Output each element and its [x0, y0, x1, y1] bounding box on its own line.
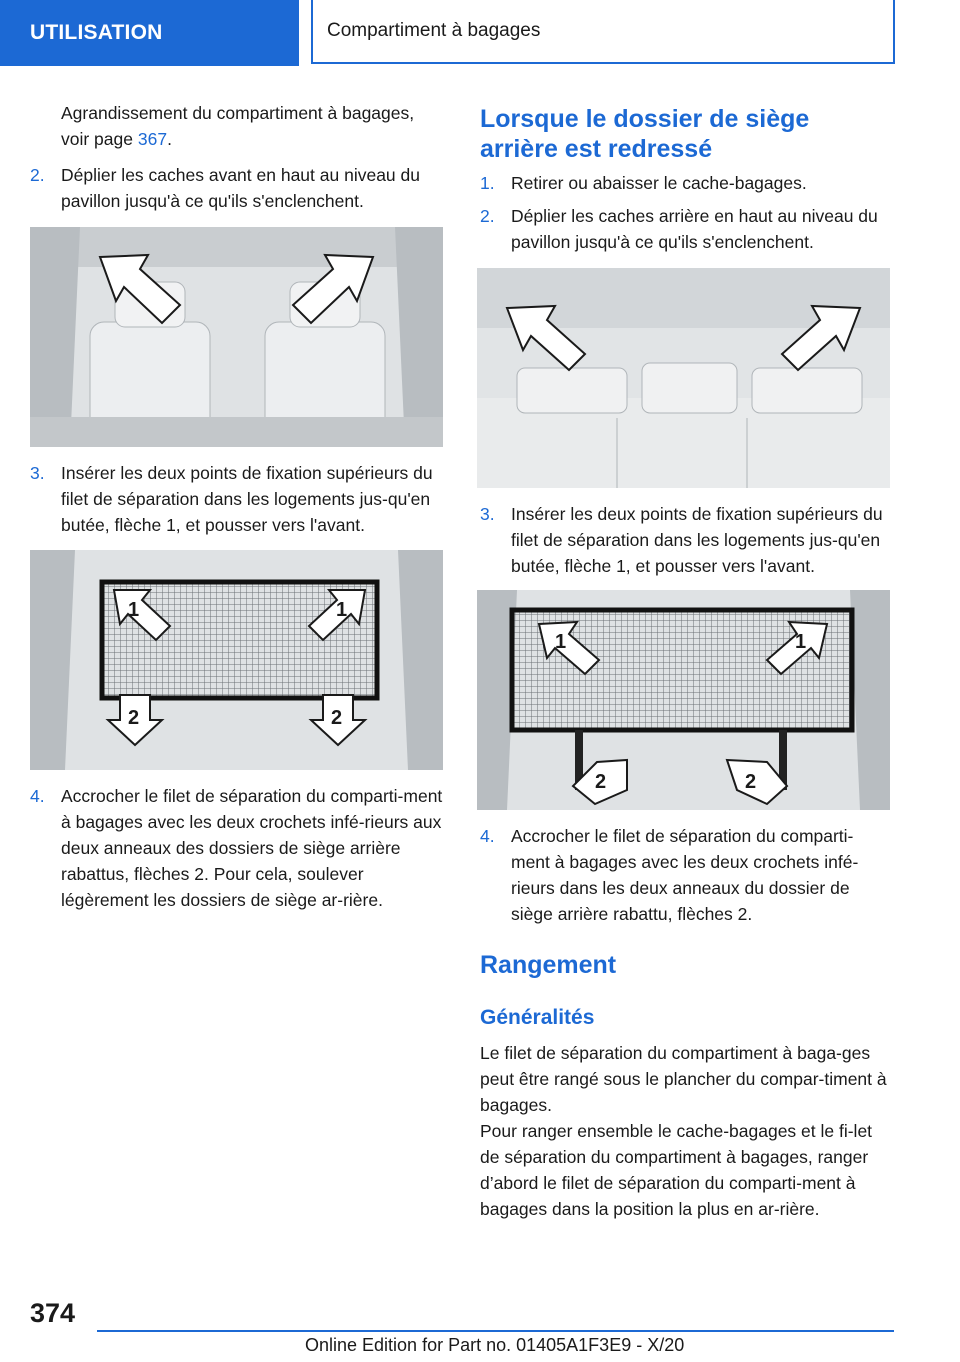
footer-divider — [97, 1330, 894, 1332]
arrow-label-1: 1 — [128, 599, 139, 621]
chapter-header: Compartiment à bagages — [311, 0, 895, 64]
page-number: 374 — [30, 1298, 76, 1328]
right-step-1: 1. Retirer ou abaisser le cache-bagages. — [480, 170, 892, 196]
intro-line1: Agrandissement du compartiment à bagages… — [61, 103, 415, 123]
section-heading-seat-upright: Lorsque le dossier de siège arrière est … — [480, 105, 810, 163]
step-number: 2. — [30, 165, 45, 185]
right-step-3: 3. Insérer les deux points de fixation s… — [480, 501, 892, 579]
step-number: 4. — [30, 786, 45, 806]
step-text: Déplier les caches avant en haut au nive… — [61, 165, 420, 211]
figure-illustration: 1 1 2 2 — [30, 550, 443, 770]
section-tab[interactable]: UTILISATION — [0, 0, 299, 66]
figure-unfold-rear-covers — [477, 268, 890, 488]
left-step-4: 4. Accrocher le filet de séparation du c… — [30, 783, 450, 913]
figure-unfold-front-covers — [30, 227, 443, 447]
arrow-label-2b: 2 — [745, 771, 756, 793]
arrow-label-2: 2 — [595, 771, 606, 793]
step-number: 2. — [480, 206, 495, 226]
arrow-label-2: 2 — [128, 707, 139, 729]
step-text: Accrocher le filet de séparation du comp… — [511, 826, 859, 924]
arrow-label-1b: 1 — [795, 631, 806, 653]
step-number: 3. — [30, 463, 45, 483]
figure-illustration — [477, 268, 890, 488]
intro-suffix: . — [167, 129, 172, 149]
edition-note: Online Edition for Part no. 01405A1F3E9 … — [305, 1335, 685, 1355]
subheading-general: Généralités — [480, 1006, 595, 1029]
left-step-3: 3. Insérer les deux points de fixation s… — [30, 460, 450, 538]
intro-paragraph: Agrandissement du compartiment à bagages… — [61, 100, 451, 152]
arrow-label-1b: 1 — [336, 599, 347, 621]
figure-illustration: 1 1 2 2 — [477, 590, 890, 810]
figure-net-insert-left: 1 1 2 2 — [30, 550, 443, 770]
intro-line2: voir page — [61, 129, 138, 149]
step-text: Déplier les caches arrière en haut au ni… — [511, 206, 878, 252]
step-number: 1. — [480, 173, 495, 193]
page-link-367[interactable]: 367 — [137, 129, 168, 149]
step-text: Insérer les deux points de fixation supé… — [511, 504, 883, 576]
right-step-4: 4. Accrocher le filet de séparation du c… — [480, 823, 892, 927]
figure-illustration — [30, 227, 443, 447]
arrow-label-2b: 2 — [331, 707, 342, 729]
section-heading-storage: Rangement — [480, 951, 617, 979]
left-step-2: 2. Déplier les caches avant en haut au n… — [30, 162, 450, 214]
step-text: Retirer ou abaisser le cache-bagages. — [511, 173, 807, 193]
arrow-label-1: 1 — [555, 631, 566, 653]
storage-paragraph-2: Pour ranger ensemble le cache-bagages et… — [480, 1121, 873, 1219]
figure-net-insert-right: 1 1 2 2 — [477, 590, 890, 810]
step-text: Insérer les deux points de fixation supé… — [61, 463, 433, 535]
chapter-title: Compartiment à bagages — [327, 20, 541, 41]
step-number: 3. — [480, 504, 495, 524]
step-number: 4. — [480, 826, 495, 846]
section-title: UTILISATION — [30, 21, 163, 44]
right-step-2: 2. Déplier les caches arrière en haut au… — [480, 203, 892, 255]
storage-paragraph-1: Le filet de séparation du compartiment à… — [480, 1043, 887, 1115]
step-text: Accrocher le filet de séparation du comp… — [61, 786, 443, 910]
